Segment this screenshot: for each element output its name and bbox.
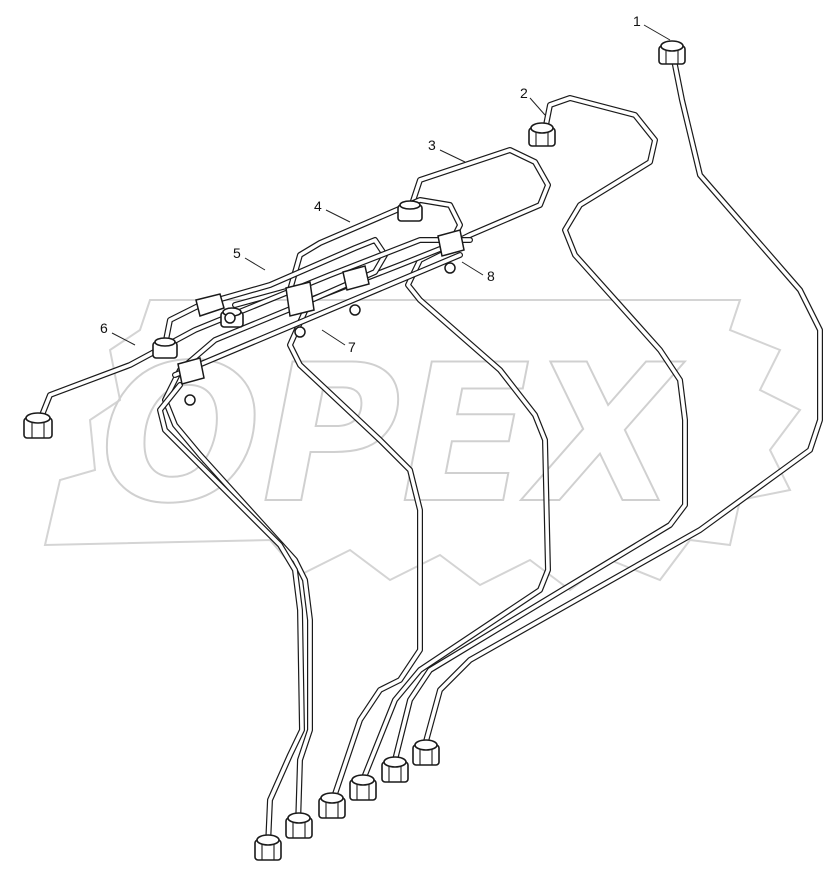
nut-pipe-3 [397, 200, 423, 222]
callout-3: 3 [428, 137, 436, 153]
nut-pipe-5 [152, 337, 178, 359]
clamp-2 [285, 281, 315, 338]
leader-1 [643, 24, 671, 41]
upper-nuts [23, 40, 686, 439]
callouts: 1 2 3 4 5 6 7 8 [100, 13, 641, 355]
callout-leaders [111, 24, 671, 346]
leader-6 [111, 332, 136, 346]
clamp-1 [195, 293, 236, 324]
pipe-3 [360, 147, 551, 783]
clamp-4 [437, 229, 465, 274]
callout-1: 1 [633, 13, 641, 29]
lower-nuts [254, 739, 440, 861]
callout-2: 2 [520, 85, 528, 101]
nut-pipe-2 [528, 122, 556, 147]
nut-bottom-4 [318, 792, 346, 819]
nut-pipe-1 [658, 40, 686, 65]
nut-bottom-3 [349, 774, 377, 801]
callout-8: 8 [487, 268, 495, 284]
watermark-gear-outline [43, 299, 802, 592]
pipe-5 [162, 237, 388, 828]
pipe-6 [37, 237, 473, 848]
callout-4: 4 [314, 198, 322, 214]
nut-bottom-5 [285, 812, 313, 839]
leader-3 [439, 149, 466, 163]
clamp-rail [172, 252, 463, 378]
watermark-text: OPEX [100, 324, 686, 545]
nut-bottom-1 [412, 739, 440, 766]
nut-pipe-6 [23, 412, 53, 439]
pipes [37, 57, 823, 848]
leader-7 [321, 329, 346, 346]
pipe-1 [422, 57, 823, 748]
clamp-3 [342, 265, 370, 316]
leader-2 [529, 97, 546, 116]
clamps [177, 229, 465, 406]
nut-bottom-6 [254, 834, 282, 861]
callout-7: 7 [348, 339, 356, 355]
callout-5: 5 [233, 245, 241, 261]
clamp-5 [177, 357, 205, 406]
leader-4 [325, 209, 351, 223]
pipe-2 [392, 95, 688, 763]
leader-8 [461, 261, 484, 276]
leader-5 [244, 257, 266, 271]
nut-bottom-2 [381, 756, 409, 783]
callout-6: 6 [100, 320, 108, 336]
